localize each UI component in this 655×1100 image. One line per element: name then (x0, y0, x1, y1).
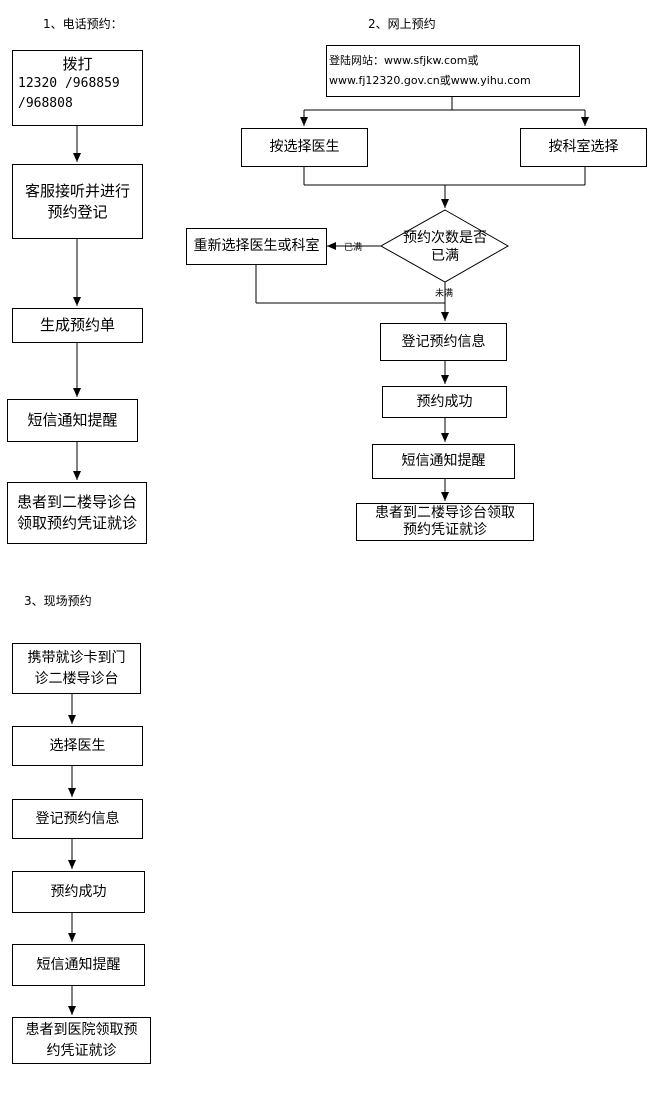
step-bring-card: 携带就诊卡到门 诊二楼导诊台 (12, 643, 141, 694)
step-agent-answers: 客服接听并进行 预约登记 (12, 164, 143, 239)
step-register-info-online: 登记预约信息 (380, 323, 507, 361)
website-line-2: www.fj12320.gov.cn或www.yihu.com (329, 74, 531, 87)
step-booking-success-onsite: 预约成功 (12, 871, 145, 913)
step-pickup-voucher-onsite: 患者到医院领取预 约凭证就诊 (12, 1017, 151, 1064)
step-register-info-onsite: 登记预约信息 (12, 799, 143, 839)
option-by-doctor: 按选择医生 (241, 128, 368, 167)
step-call-hotline: 拨打 12320 /968859 /968808 (12, 50, 143, 126)
label-not-full: 未满 (435, 289, 454, 299)
step-visit-website: 登陆网站：www.sfjkw.com或 www.fj12320.gov.cn或w… (326, 45, 580, 97)
section-title-onsite: 3、现场预约 (24, 594, 92, 608)
step-sms-reminder-phone: 短信通知提醒 (7, 399, 138, 442)
decision-quota-full: 预约次数是否 已满 (403, 230, 487, 264)
call-heading: 拨打 (62, 55, 93, 73)
section-title-phone: 1、电话预约： (43, 17, 123, 31)
step-pickup-voucher-phone: 患者到二楼导诊台 领取预约凭证就诊 (7, 482, 147, 544)
step-sms-reminder-online: 短信通知提醒 (372, 444, 515, 479)
label-full: 已满 (344, 243, 363, 253)
section-title-online: 2、网上预约 (368, 17, 436, 31)
step-select-doctor-onsite: 选择医生 (12, 726, 143, 766)
step-booking-success-online: 预约成功 (382, 386, 507, 418)
website-line-1: 登陆网站：www.sfjkw.com或 (329, 54, 479, 67)
step-sms-reminder-onsite: 短信通知提醒 (12, 944, 145, 986)
call-numbers: 12320 /968859 /968808 (18, 76, 120, 111)
step-pickup-voucher-online: 患者到二楼导诊台领取 预约凭证就诊 (356, 503, 534, 541)
step-reselect-doctor: 重新选择医生或科室 (186, 228, 327, 265)
step-generate-order: 生成预约单 (12, 308, 143, 343)
option-by-department: 按科室选择 (520, 128, 647, 167)
